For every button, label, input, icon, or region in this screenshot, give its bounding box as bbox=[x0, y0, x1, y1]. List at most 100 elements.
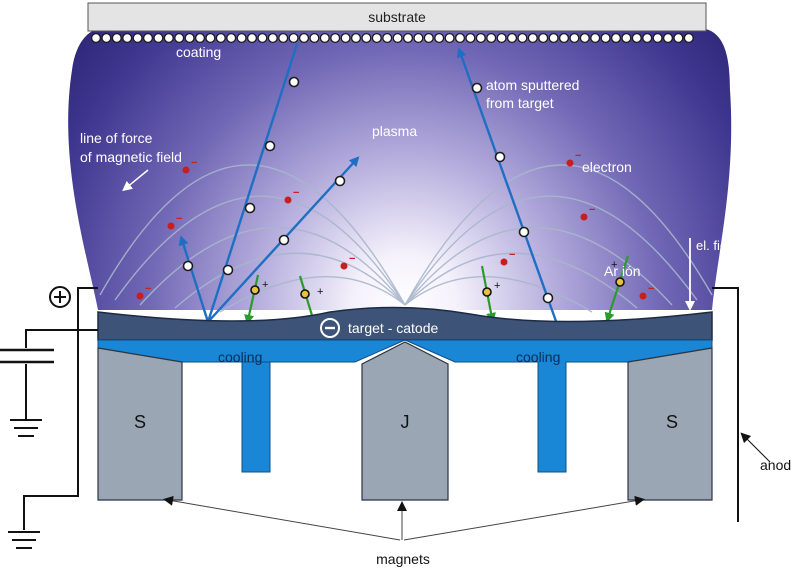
svg-text:−: − bbox=[589, 204, 595, 216]
coating-atom bbox=[288, 32, 299, 44]
coating-atoms bbox=[90, 32, 694, 44]
coating-atom bbox=[382, 32, 393, 44]
svg-text:+: + bbox=[317, 286, 323, 298]
coating-atom bbox=[298, 32, 310, 44]
atom-sputtered-label-1: atom sputtered bbox=[486, 77, 579, 93]
target-cathode bbox=[97, 306, 713, 341]
anode-pointer bbox=[740, 432, 771, 463]
coating-atom bbox=[673, 32, 684, 44]
ground-icon bbox=[10, 419, 42, 437]
magnet-right bbox=[627, 347, 713, 501]
coating-atom bbox=[527, 32, 538, 44]
plasma-label: plasma bbox=[372, 123, 417, 139]
coating-atom bbox=[610, 32, 622, 44]
electrons bbox=[136, 159, 647, 300]
coating-atom bbox=[122, 32, 133, 44]
coating-atom bbox=[330, 32, 341, 44]
coating-atom bbox=[423, 32, 434, 44]
coating-atom bbox=[662, 32, 674, 44]
magnet-left bbox=[97, 347, 183, 501]
coating-atom bbox=[174, 32, 185, 44]
coating-atom bbox=[246, 32, 258, 44]
ion-charges: + + + + bbox=[262, 259, 617, 298]
substrate: substrate bbox=[87, 2, 707, 32]
ar-ion-label: Ar ión bbox=[604, 263, 641, 279]
line-of-force-label-2: of magnetic field bbox=[80, 149, 182, 165]
svg-text:−: − bbox=[191, 157, 197, 169]
coating-atom bbox=[184, 32, 195, 44]
coating-atom bbox=[132, 32, 143, 44]
magnet-center-label: J bbox=[401, 412, 410, 432]
coating-atom bbox=[340, 32, 351, 44]
coating-atom bbox=[215, 32, 226, 44]
cooling-label-right: cooling bbox=[516, 349, 560, 365]
coating-atom bbox=[642, 32, 653, 44]
magnet-center bbox=[361, 341, 449, 501]
coating-atom bbox=[226, 32, 237, 44]
coating-atom bbox=[621, 32, 632, 44]
coating-atom bbox=[361, 32, 372, 44]
svg-text:−: − bbox=[176, 213, 182, 225]
coating-atom bbox=[90, 32, 102, 44]
svg-text:+: + bbox=[494, 280, 500, 292]
argon-ions bbox=[250, 277, 625, 299]
coating-atom bbox=[402, 32, 414, 44]
target-cathode-label: target - catode bbox=[348, 320, 438, 336]
coating-atom bbox=[267, 32, 278, 44]
cathode-wire bbox=[25, 329, 98, 348]
coating-atom bbox=[600, 32, 611, 44]
cooling-label-left: cooling bbox=[218, 349, 262, 365]
coating-atom bbox=[465, 32, 476, 44]
electron-charges: − − − − − − − − − bbox=[145, 150, 654, 295]
svg-text:−: − bbox=[509, 249, 515, 261]
svg-text:+: + bbox=[611, 259, 617, 271]
coating-atom bbox=[205, 32, 216, 44]
coating-atom bbox=[579, 32, 590, 44]
coating-atom bbox=[454, 32, 466, 44]
coating-atom bbox=[538, 32, 549, 44]
coating-atom bbox=[506, 32, 518, 44]
plus-wire bbox=[23, 287, 98, 530]
svg-text:−: − bbox=[648, 283, 654, 295]
cooling-channel-right bbox=[404, 339, 713, 473]
coating-atom bbox=[434, 32, 445, 44]
magnets-pointers bbox=[163, 495, 645, 541]
argon-ion-trajectories bbox=[244, 255, 630, 327]
coating-atom bbox=[683, 32, 694, 44]
coating-atom bbox=[319, 32, 330, 44]
coating-atom bbox=[496, 32, 507, 44]
coating-atom bbox=[309, 32, 320, 44]
line-of-force-label-1: line of force bbox=[80, 130, 153, 146]
coating-atom bbox=[486, 32, 497, 44]
coating-atom bbox=[558, 32, 570, 44]
coating-atom bbox=[236, 32, 247, 44]
coating-atom bbox=[371, 32, 382, 44]
capacitor-icon bbox=[0, 348, 54, 364]
coating-atom bbox=[350, 32, 362, 44]
coating-atom bbox=[392, 32, 403, 44]
coating-atom bbox=[517, 32, 528, 44]
magnetic-field-lines bbox=[99, 164, 713, 313]
coating-atom bbox=[548, 32, 559, 44]
minus-terminal-icon bbox=[320, 318, 340, 338]
substrate-label: substrate bbox=[368, 9, 426, 25]
svg-text:−: − bbox=[145, 283, 151, 295]
svg-text:+: + bbox=[262, 279, 268, 291]
svg-text:−: − bbox=[575, 150, 581, 162]
coating-atom bbox=[631, 32, 642, 44]
sputtered-atoms bbox=[182, 76, 554, 304]
coating-atom bbox=[153, 32, 164, 44]
coating-atom bbox=[590, 32, 601, 44]
coating-atom bbox=[475, 32, 486, 44]
coating-atom bbox=[257, 32, 268, 44]
atom-sputtered-label-2: from target bbox=[486, 95, 554, 111]
magnet-left-label: S bbox=[134, 412, 146, 432]
el-field-label: el. field bbox=[696, 238, 737, 253]
svg-text:−: − bbox=[293, 187, 299, 199]
ground-icon bbox=[8, 531, 40, 549]
coating-atom bbox=[163, 32, 174, 44]
coating-atom bbox=[111, 32, 122, 44]
coating-atom bbox=[101, 32, 112, 44]
coating-atom bbox=[569, 32, 580, 44]
